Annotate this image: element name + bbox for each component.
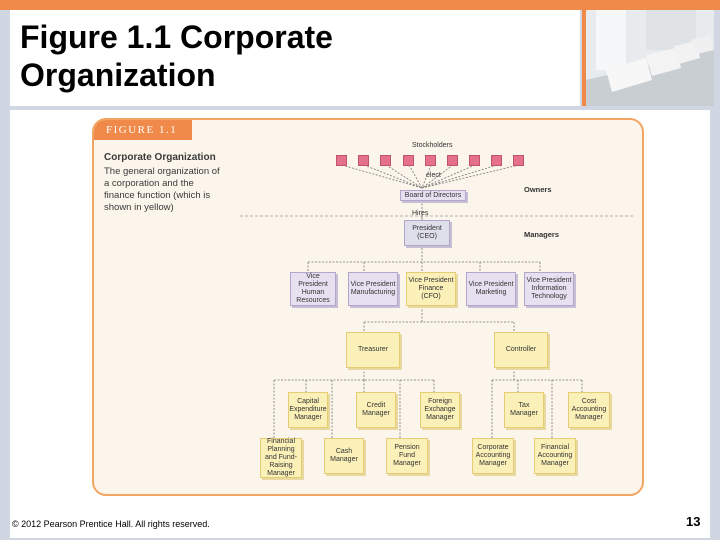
stockholder-icon <box>425 155 436 166</box>
node-credit-manager: Credit Manager <box>356 392 396 428</box>
node-corporate-accounting-manager: Corporate Accounting Manager <box>472 438 514 474</box>
title-area: Figure 1.1 Corporate Organization <box>10 10 580 106</box>
node-vp-manufacturing: Vice President Manufacturing <box>348 272 398 306</box>
title-line-1: Figure 1.1 Corporate <box>20 19 333 55</box>
node-vp-information-technology: Vice President Information Technology <box>524 272 574 306</box>
stockholder-icon <box>491 155 502 166</box>
node-financial-planning-manager: Financial Planning and Fund-Raising Mana… <box>260 438 302 478</box>
label-managers: Managers <box>524 230 560 239</box>
node-foreign-exchange-manager: Foreign Exchange Manager <box>420 392 460 428</box>
node-vp-marketing: Vice President Marketing <box>466 272 516 306</box>
stockholder-icon <box>403 155 414 166</box>
org-chart-figure: FIGURE 1.1 Corporate Organization The ge… <box>92 118 644 496</box>
stockholder-icon <box>447 155 458 166</box>
node-tax-manager: Tax Manager <box>504 392 544 428</box>
content-area: FIGURE 1.1 Corporate Organization The ge… <box>10 110 710 538</box>
node-cost-accounting-manager: Cost Accounting Manager <box>568 392 610 428</box>
title-line-2: Organization <box>20 57 216 93</box>
stockholder-icon <box>358 155 369 166</box>
figure-tab: FIGURE 1.1 <box>94 120 192 140</box>
stockholder-icon <box>469 155 480 166</box>
figure-caption-title: Corporate Organization <box>104 152 216 163</box>
stockholder-icon <box>513 155 524 166</box>
slide-title: Figure 1.1 Corporate Organization <box>20 18 333 94</box>
copyright-footer: © 2012 Pearson Prentice Hall. All rights… <box>12 519 210 529</box>
stockholder-icon <box>336 155 347 166</box>
label-elect: elect <box>426 172 441 179</box>
connector-lines <box>240 164 634 440</box>
page-number: 13 <box>686 514 701 529</box>
node-capital-expenditure-manager: Capital Expenditure Manager <box>288 392 328 428</box>
label-owners: Owners <box>524 185 552 194</box>
figure-caption-text: The general organization of a corporatio… <box>104 166 220 213</box>
node-president: President (CEO) <box>404 220 450 246</box>
node-cash-manager: Cash Manager <box>324 438 364 474</box>
boardroom-photo <box>582 10 714 106</box>
node-pension-fund-manager: Pension Fund Manager <box>386 438 428 474</box>
node-treasurer: Treasurer <box>346 332 400 368</box>
label-stockholders: Stockholders <box>412 142 453 149</box>
node-financial-accounting-manager: Financial Accounting Manager <box>534 438 576 474</box>
node-controller: Controller <box>494 332 548 368</box>
node-board-of-directors: Board of Directors <box>400 190 466 201</box>
node-vp-human-resources: Vice President Human Resources <box>290 272 336 306</box>
top-accent-strip <box>0 0 720 10</box>
label-hires: Hires <box>412 210 429 217</box>
boardroom-photo-graphic <box>586 10 714 106</box>
node-vp-finance: Vice President Finance (CFO) <box>406 272 456 306</box>
stockholder-icon <box>380 155 391 166</box>
